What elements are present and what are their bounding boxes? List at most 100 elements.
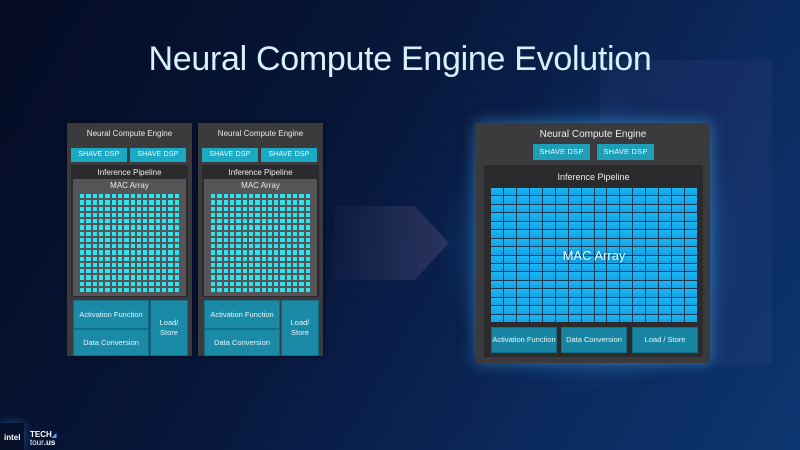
mac-cell: [620, 263, 633, 272]
mac-cell: [659, 289, 672, 297]
mac-cell: [594, 272, 607, 280]
mac-cell: [117, 200, 123, 205]
mac-cell: [672, 314, 685, 322]
mac-cell: [594, 213, 607, 221]
mac-cell: [672, 196, 685, 204]
mac-cell: [293, 256, 298, 261]
mac-cell: [149, 250, 154, 255]
mac-cell: [168, 275, 173, 280]
mac-cell: [293, 269, 298, 274]
mac-cell: [248, 287, 254, 292]
mac-cell: [568, 280, 581, 289]
mac-cell: [267, 256, 273, 261]
mac-cell: [299, 219, 304, 224]
intel-logo: intel: [4, 433, 21, 442]
mac-cell: [86, 256, 91, 261]
mac-cell: [124, 250, 129, 255]
slide-title: Neural Compute Engine Evolution: [148, 40, 652, 78]
mac-cell: [105, 275, 110, 280]
mac-cell: [162, 281, 167, 286]
mac-cell: [211, 225, 216, 230]
mac-cell: [255, 237, 260, 242]
mac-cell: [255, 244, 260, 249]
mac-cell: [568, 230, 581, 238]
mac-cell: [503, 230, 516, 238]
mac-cell: [136, 244, 142, 249]
mac-cell: [267, 287, 273, 292]
mac-cell: [267, 275, 273, 280]
mac-cell: [491, 314, 503, 322]
mac-cell: [143, 287, 148, 292]
mac-cell: [86, 237, 91, 242]
mac-cell: [162, 200, 167, 205]
mac-cell: [162, 262, 167, 267]
mac-cell: [581, 230, 594, 238]
mac-cell: [143, 212, 148, 217]
mac-cell: [162, 287, 167, 292]
mac-cell: [529, 238, 542, 247]
mac-cell: [594, 263, 607, 272]
mac-cell: [633, 255, 646, 263]
mac-cell: [130, 225, 135, 230]
mac-cell: [274, 281, 279, 286]
mac-cell: [211, 256, 216, 261]
mac-cell: [305, 200, 310, 205]
mac-cell: [229, 250, 235, 255]
mac-cell: [555, 272, 568, 280]
mac-cell: [223, 256, 228, 261]
mac-cell: [162, 219, 167, 224]
mac-cell: [280, 275, 285, 280]
mac-cell: [80, 225, 85, 230]
mac-cell: [236, 219, 241, 224]
mac-cell: [672, 280, 685, 289]
mac-cell: [503, 289, 516, 297]
mac-cell: [248, 237, 254, 242]
mac-cell: [491, 306, 503, 314]
mac-cell: [117, 206, 123, 211]
mac-cell: [86, 206, 91, 211]
mac-cell: [149, 244, 154, 249]
mac-cell: [529, 306, 542, 314]
mac-cell: [503, 221, 516, 230]
mac-cell: [236, 262, 241, 267]
mac-cell: [299, 287, 304, 292]
mac-cell: [105, 206, 110, 211]
mac-cell: [143, 200, 148, 205]
mac-cell: [86, 200, 91, 205]
mac-cell: [168, 200, 173, 205]
mac-cell: [236, 225, 241, 230]
mac-cell: [529, 272, 542, 280]
mac-cell: [117, 219, 123, 224]
mac-cell: [229, 275, 235, 280]
mac-cell: [529, 255, 542, 263]
mac-cell: [143, 237, 148, 242]
mac-cell: [223, 206, 228, 211]
mac-cell: [105, 231, 110, 236]
mac-cell: [672, 247, 685, 255]
mac-cell: [105, 262, 110, 267]
mac-cell: [217, 244, 222, 249]
mac-cell: [136, 194, 142, 199]
mac-cell: [211, 231, 216, 236]
mac-cell: [299, 275, 304, 280]
mac-cell: [124, 256, 129, 261]
mac-cell: [217, 287, 222, 292]
mac-cell: [594, 297, 607, 306]
shave-dsp-1: SHAVE DSP: [533, 144, 590, 160]
mac-cell: [168, 287, 173, 292]
mac-cell: [286, 237, 292, 242]
mac-cell: [286, 200, 292, 205]
mac-cell: [242, 219, 247, 224]
mac-cell: [117, 269, 123, 274]
mac-cell: [568, 238, 581, 247]
mac-cell: [581, 280, 594, 289]
mac-cell: [491, 230, 503, 238]
mac-cell: [155, 244, 161, 249]
mac-cell: [229, 231, 235, 236]
mac-cell: [685, 272, 697, 280]
mac-cell: [685, 255, 697, 263]
mac-cell: [111, 237, 116, 242]
mac-cell: [242, 281, 247, 286]
mac-cell: [305, 262, 310, 267]
mac-cell: [607, 213, 620, 221]
